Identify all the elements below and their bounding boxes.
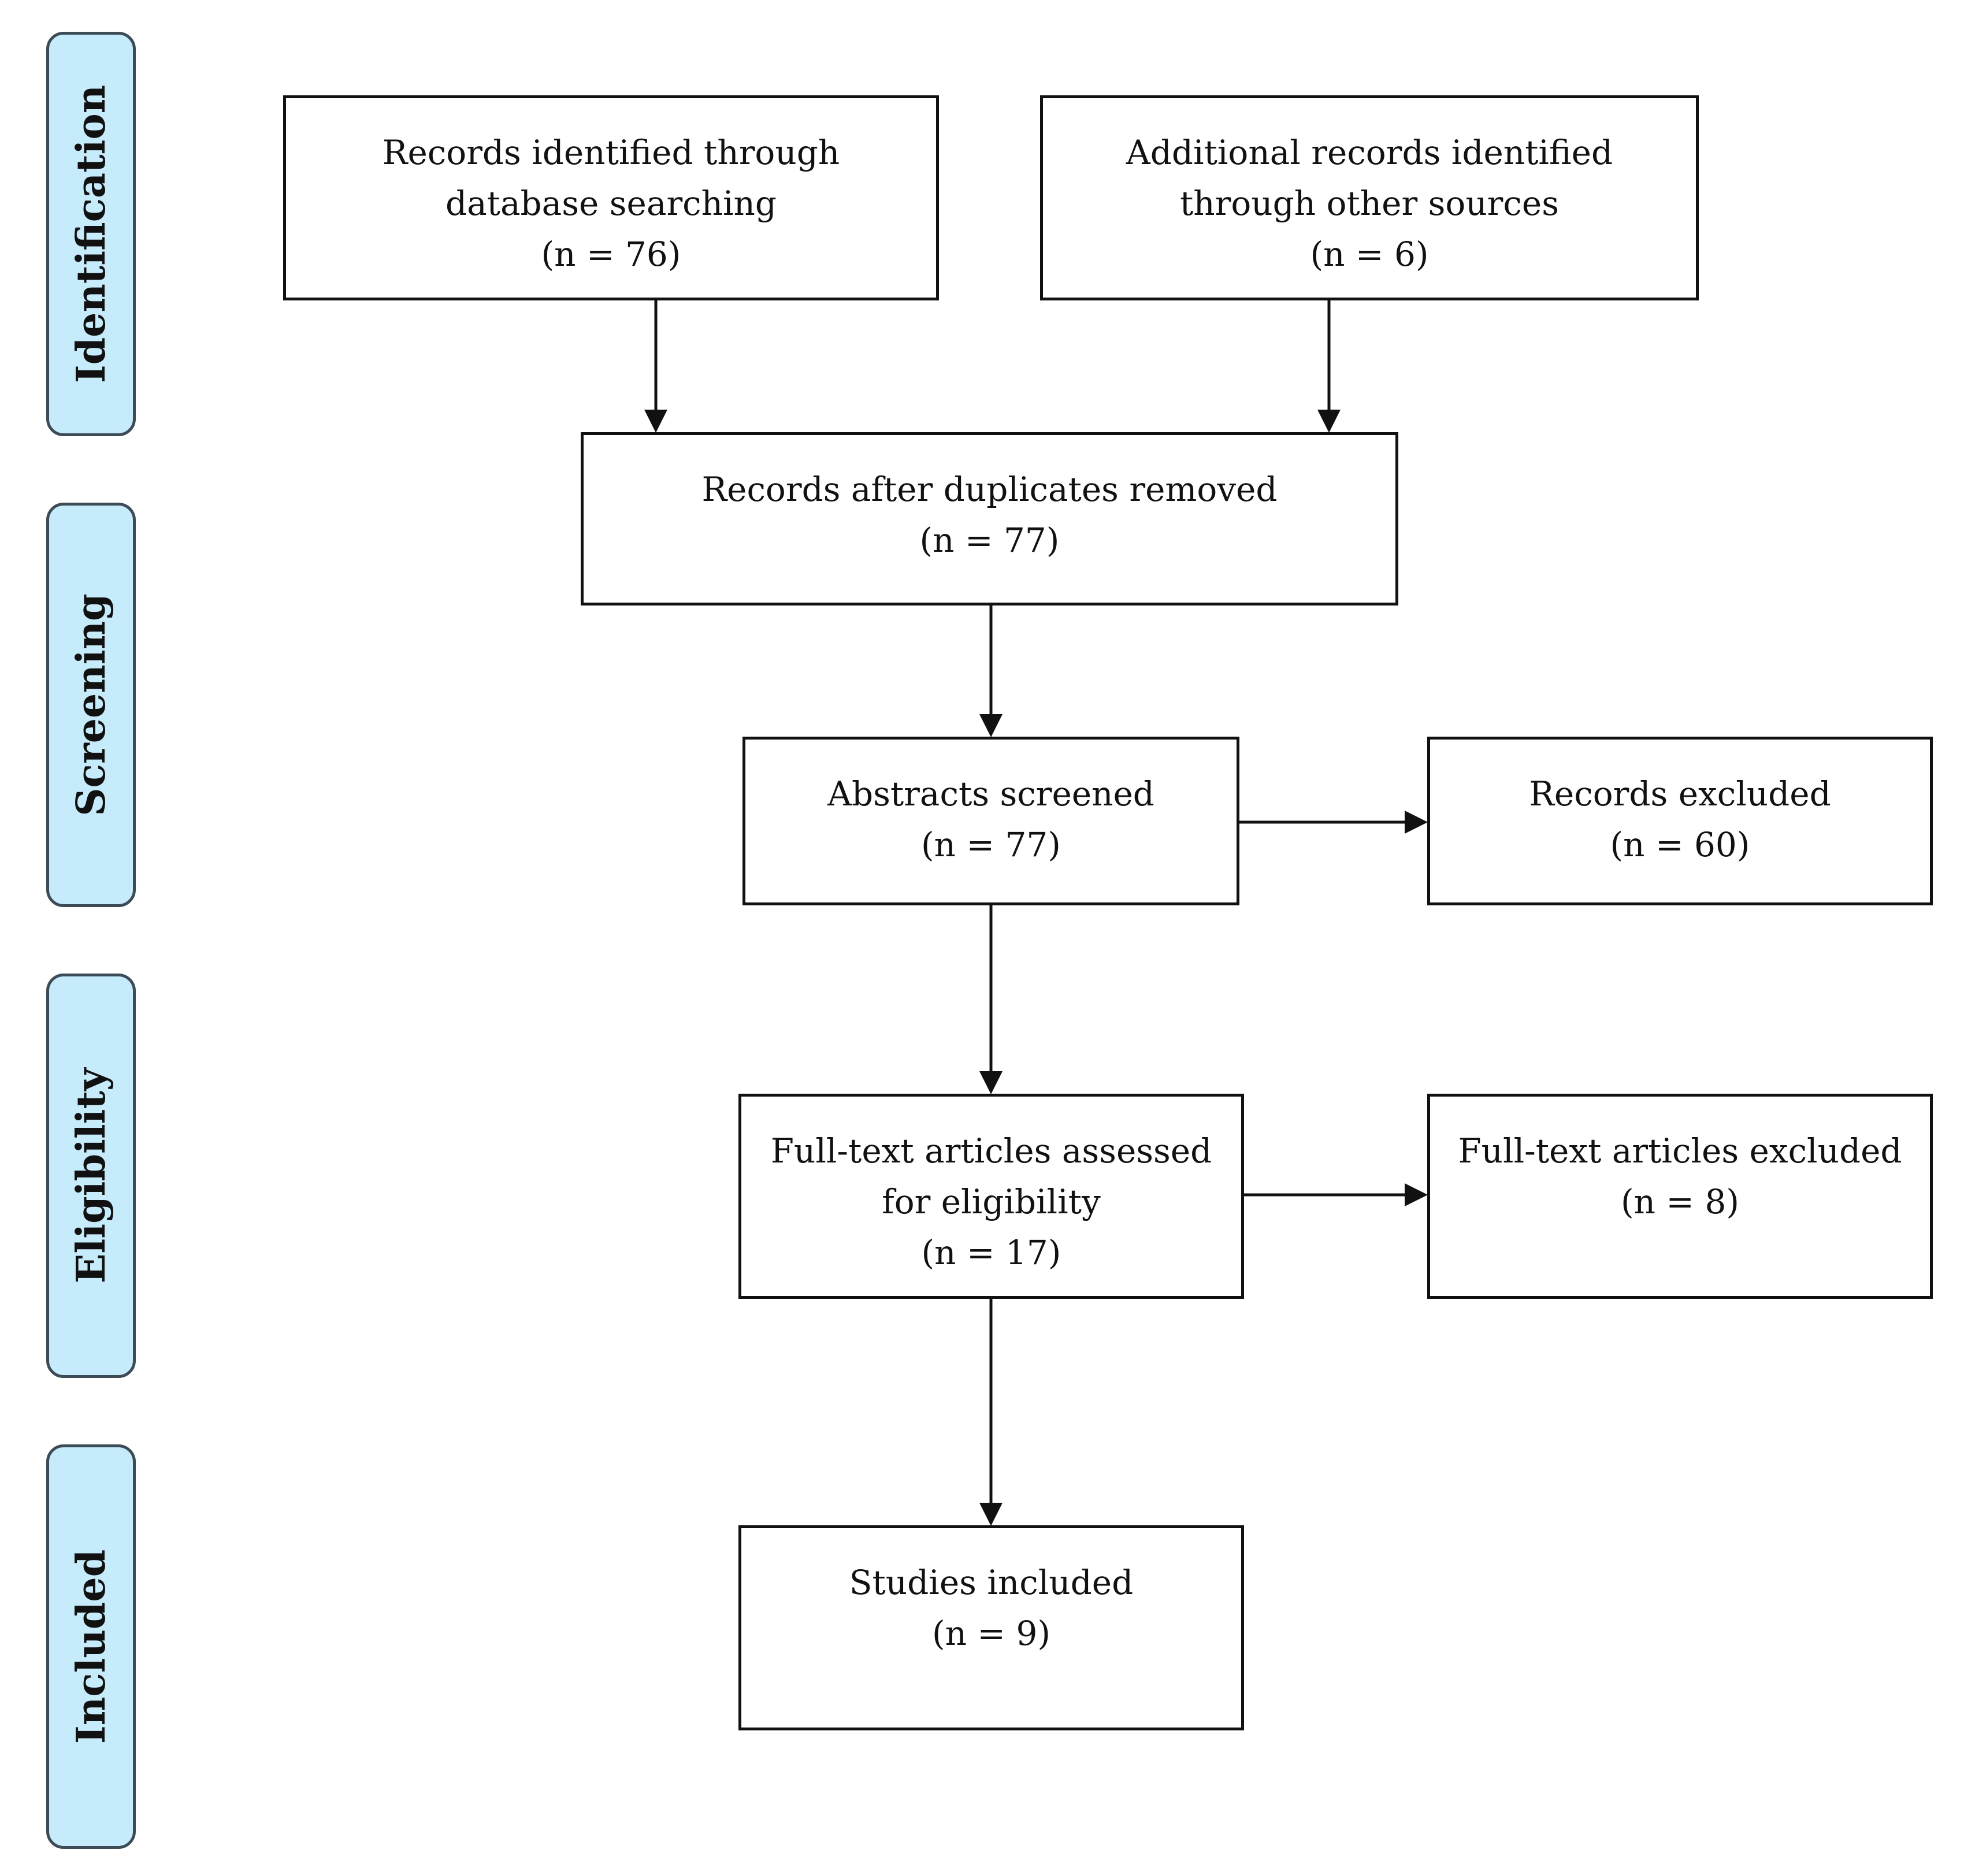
box-fulltext-assessed-line-1: Full-text articles assessed <box>770 1131 1212 1171</box>
box-after-duplicates-count: (n = 77) <box>919 521 1060 560</box>
box-studies-included-line-1: Studies included <box>849 1563 1134 1602</box>
box-records-excluded-line-1: Records excluded <box>1529 774 1831 813</box>
box-fulltext-excluded-count: (n = 8) <box>1621 1182 1739 1221</box>
box-studies-included: Studies included (n = 9) <box>738 1525 1244 1730</box>
box-database-search-line-2: database searching <box>445 184 777 223</box>
box-abstracts-screened: Abstracts screened (n = 77) <box>742 737 1239 905</box>
box-fulltext-excluded: Full-text articles excluded (n = 8) <box>1427 1094 1933 1299</box>
box-database-search-count: (n = 76) <box>541 235 681 274</box>
box-abstracts-screened-count: (n = 77) <box>921 825 1061 864</box>
box-after-duplicates-line-1: Records after duplicates removed <box>701 470 1278 509</box>
box-fulltext-assessed-line-2: for eligibility <box>882 1182 1101 1221</box>
box-database-search: Records identified through database sear… <box>283 95 939 300</box>
box-other-sources-count: (n = 6) <box>1310 235 1429 274</box>
box-other-sources: Additional records identified through ot… <box>1040 95 1699 300</box>
box-abstracts-screened-line-1: Abstracts screened <box>827 774 1154 813</box>
box-database-search-line-1: Records identified through <box>382 133 840 172</box>
box-other-sources-line-1: Additional records identified <box>1126 133 1613 172</box>
box-records-excluded-count: (n = 60) <box>1610 825 1750 864</box>
box-other-sources-line-2: through other sources <box>1180 184 1559 223</box>
box-records-excluded: Records excluded (n = 60) <box>1427 737 1933 905</box>
box-studies-included-count: (n = 9) <box>932 1614 1050 1653</box>
box-after-duplicates: Records after duplicates removed (n = 77… <box>581 432 1398 605</box>
stage-identification: Identification <box>46 32 136 436</box>
stage-included: Included <box>46 1444 136 1849</box>
box-fulltext-assessed: Full-text articles assessed for eligibil… <box>738 1094 1244 1299</box>
box-fulltext-excluded-line-1: Full-text articles excluded <box>1458 1131 1902 1171</box>
stage-screening: Screening <box>46 503 136 907</box>
box-fulltext-assessed-count: (n = 17) <box>921 1233 1061 1272</box>
stage-eligibility: Eligibility <box>46 974 136 1378</box>
